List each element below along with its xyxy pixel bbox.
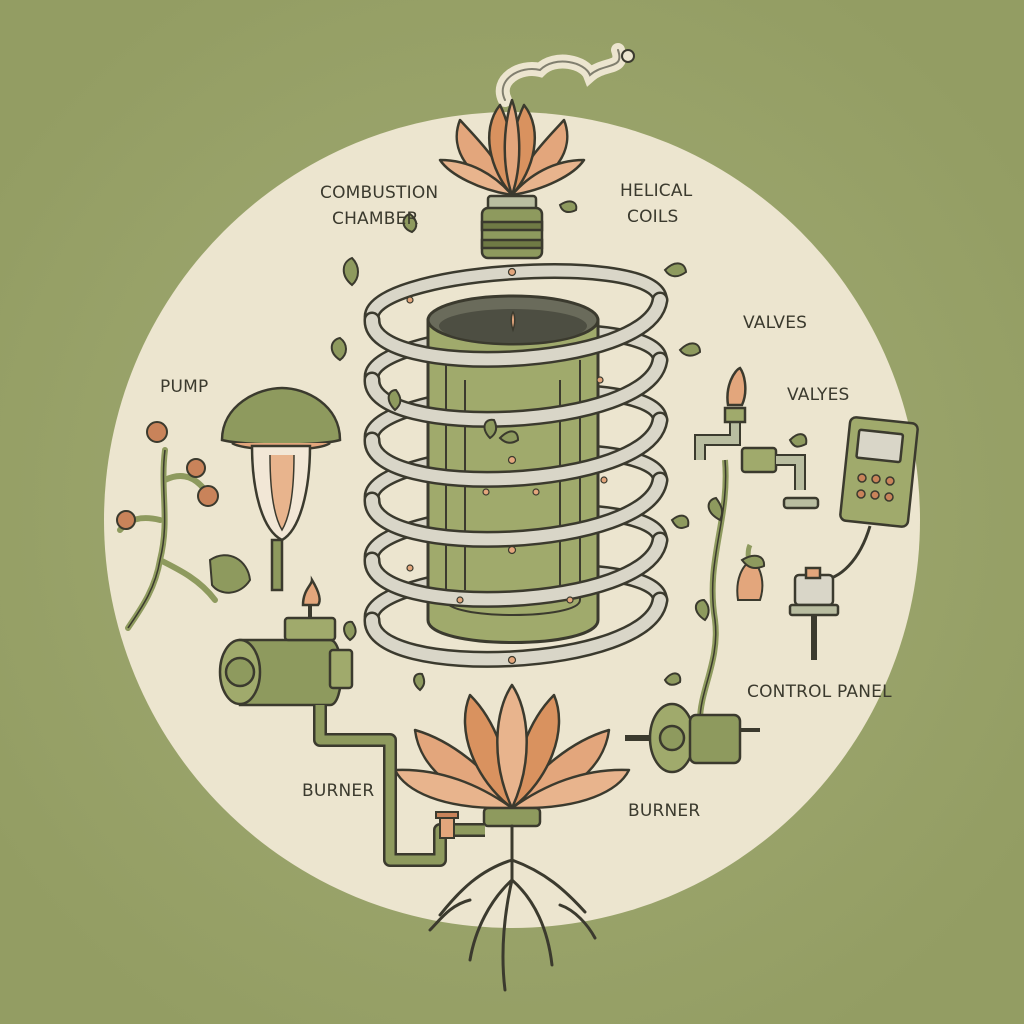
- label-helical-coils-1: HELICAL: [620, 181, 693, 201]
- control-panel-icon: [788, 416, 919, 660]
- motor-icon: [218, 575, 354, 707]
- label-control-panel: CONTROL PANEL: [747, 682, 892, 702]
- right-motor-icon: [625, 702, 760, 774]
- label-combustion-chamber-2: CHAMBER: [332, 209, 419, 229]
- ember-droplets: [406, 267, 608, 665]
- diagram-labels: COMBUSTION CHAMBER HELICAL COILS VALVES …: [160, 181, 892, 821]
- root-icon: [428, 824, 597, 992]
- mushroom-icon: [220, 386, 342, 592]
- leaf-icon: [330, 200, 702, 692]
- label-combustion-chamber-1: COMBUSTION: [320, 183, 438, 203]
- combustion-chamber-cap: [480, 194, 544, 260]
- label-helical-coils-2: COILS: [627, 207, 679, 227]
- bottom-lotus-burner-icon: [393, 683, 631, 828]
- valve-icon: [435, 811, 459, 839]
- top-lotus-icon: [438, 98, 586, 197]
- label-valves-2: VALYES: [787, 385, 850, 405]
- left-vine: [116, 421, 252, 631]
- right-vine: [694, 433, 808, 721]
- label-burner-left: BURNER: [302, 781, 374, 801]
- label-valves-1: VALVES: [743, 313, 807, 333]
- label-pump: PUMP: [160, 377, 208, 397]
- label-burner-right: BURNER: [628, 801, 700, 821]
- right-valve-assembly: [694, 366, 820, 510]
